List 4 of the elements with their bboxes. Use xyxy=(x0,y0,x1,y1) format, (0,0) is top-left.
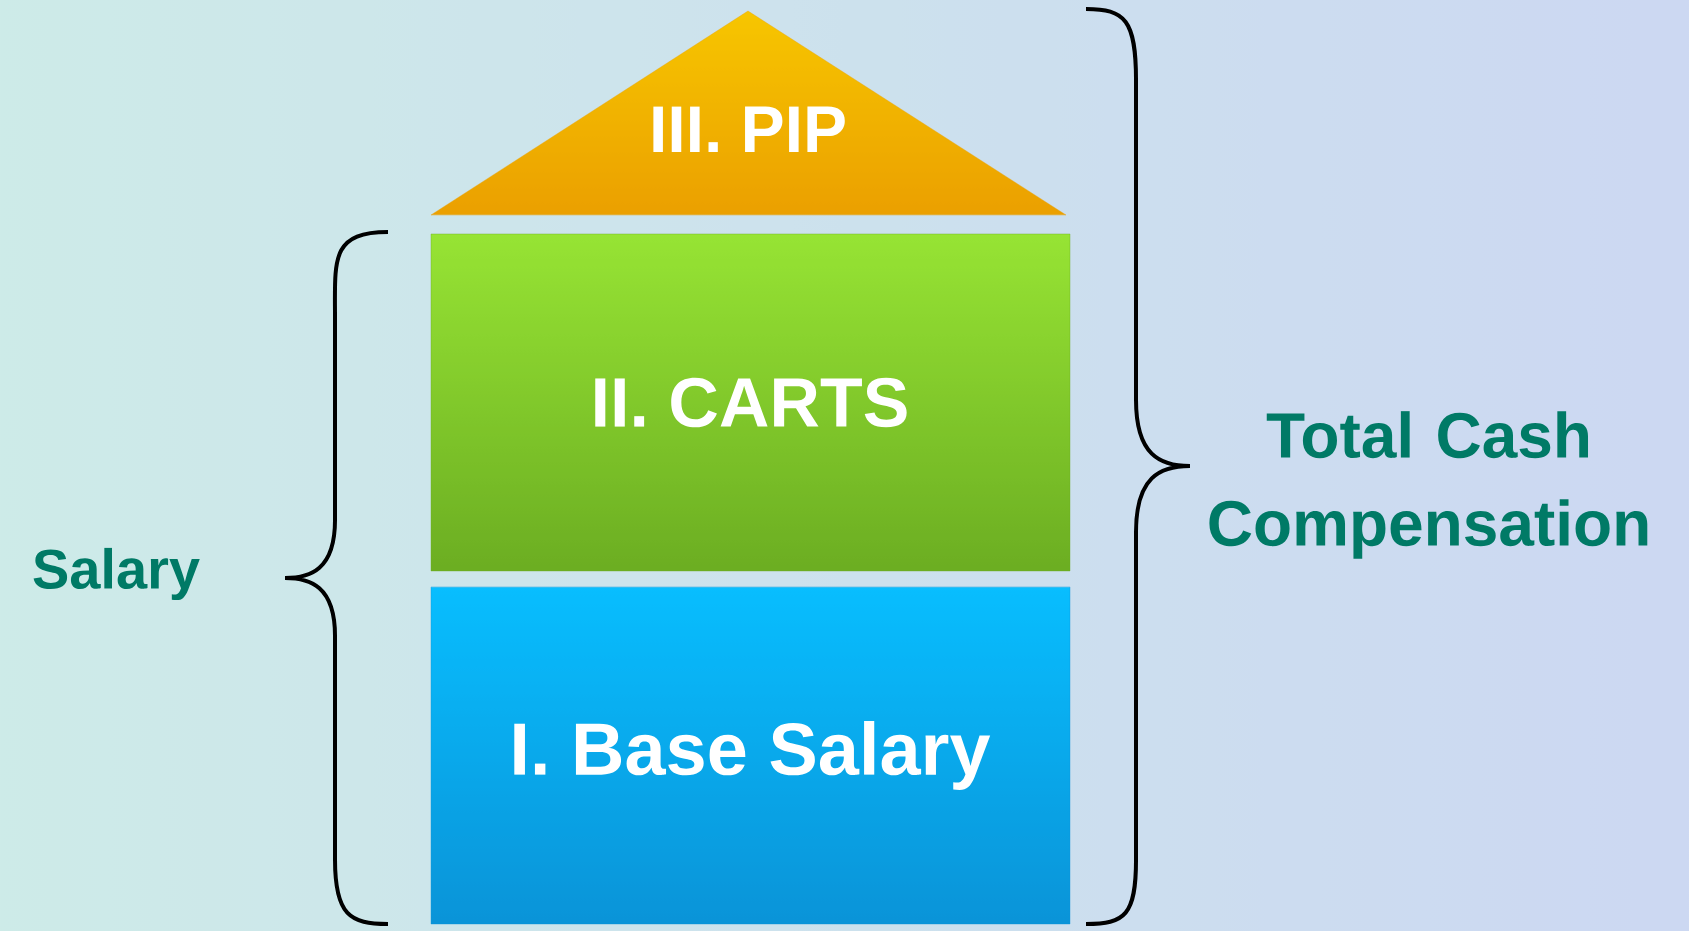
block-box: II. CARTS xyxy=(430,233,1071,572)
side-label: Total Cash Compensation xyxy=(1209,411,1648,559)
side-label: Salary xyxy=(33,547,200,601)
block-box: I. Base Salary xyxy=(430,586,1071,925)
